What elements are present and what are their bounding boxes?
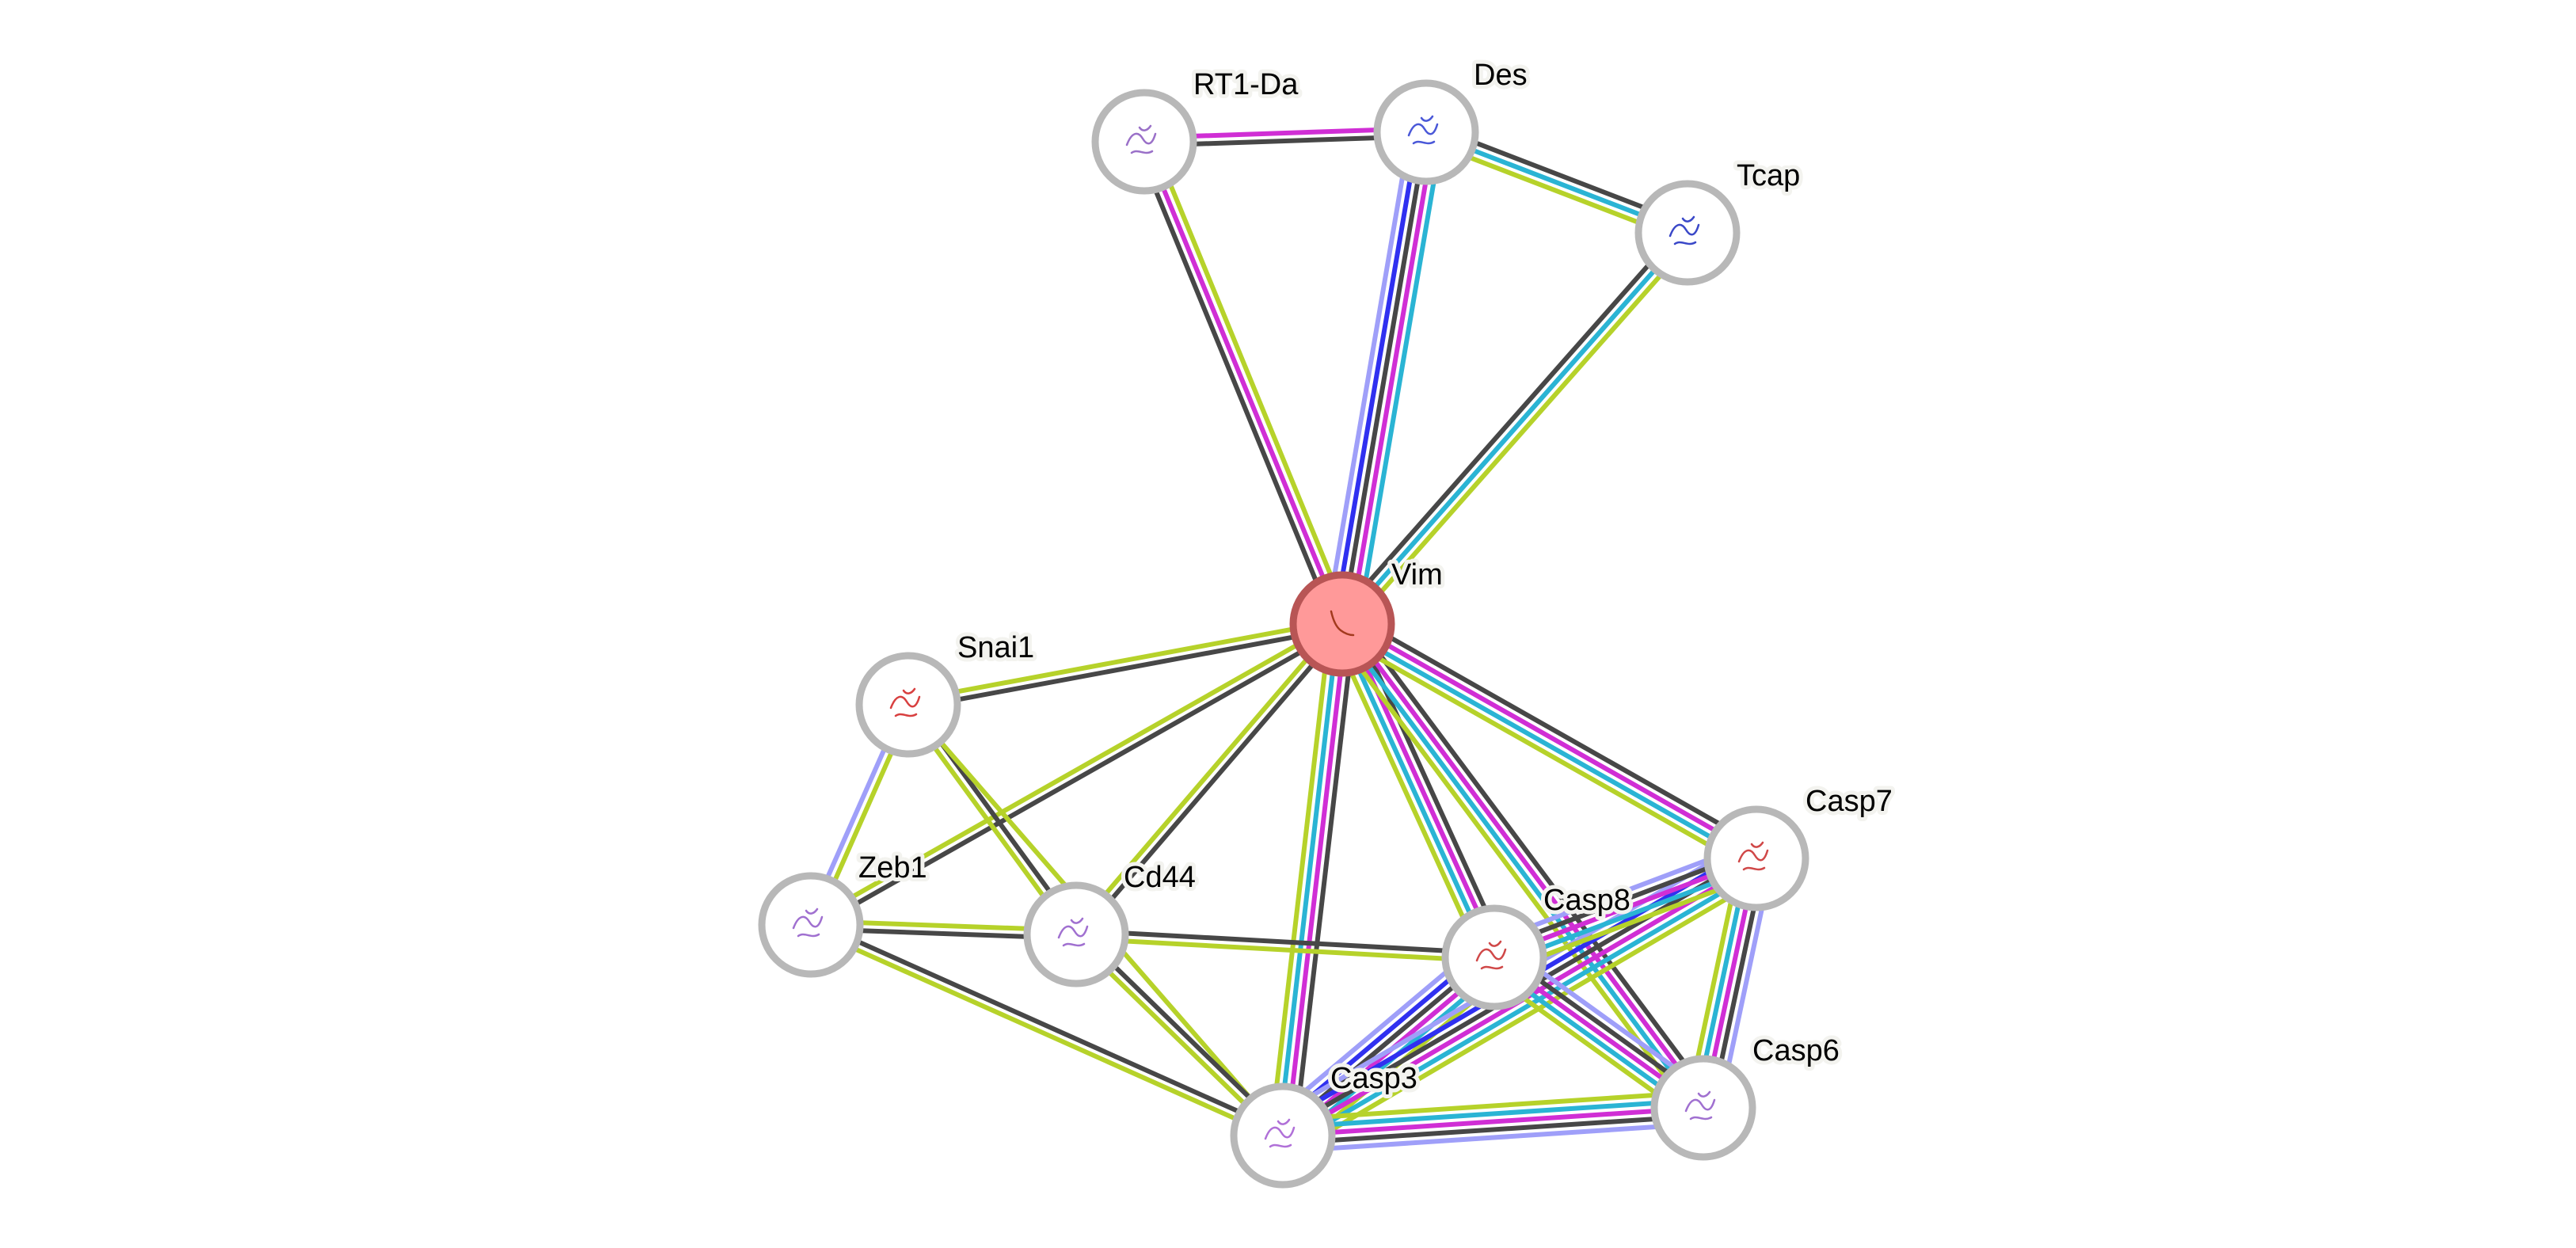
edge-line-textmining [1329,627,1486,964]
protein-structure-icon [1330,610,1355,637]
edge-line-textmining [1335,632,1752,871]
edge-line-gene-cooccurrence [1284,1121,1705,1154]
node-circle[interactable] [1289,571,1395,677]
protein-structure-icon [1737,841,1769,871]
node-label: Vim [1391,558,1443,592]
edge-line-curated-database [1340,231,1690,626]
node-snai1[interactable]: Snai1 [855,627,1038,758]
node-label: Casp3 [1330,1062,1417,1095]
edge-line-coexpression [1134,143,1337,628]
node-casp7[interactable]: Casp7 [1703,781,1897,911]
node-label: Zeb1 [858,851,927,885]
edge-line-coexpression [1346,611,1764,850]
edge-line-experimentally-determined [1284,624,1349,1136]
edge-line-experimentally-determined [1142,140,1345,626]
edge-line-curated-database [1277,623,1341,1136]
edge-line-curated-database [1336,624,1493,961]
node-rt1-da[interactable]: RT1-Da [1091,64,1303,195]
edge-line-coexpression [1077,625,1348,939]
node-des[interactable]: Des [1373,55,1532,185]
node-label: Casp7 [1805,785,1893,818]
edge-line-experimentally-determined [1282,1105,1704,1138]
protein-structure-icon [889,687,921,717]
node-cd44[interactable]: Cd44 [1023,857,1200,987]
node-casp6[interactable]: Casp6 [1650,1030,1844,1161]
protein-structure-icon [1684,1090,1716,1121]
node-label: Des [1474,59,1528,92]
node-label: Casp6 [1752,1034,1840,1067]
edge-line-experimentally-determined [1343,620,1709,1107]
edge-line-textmining [907,618,1342,704]
node-label: Snai1 [957,631,1034,664]
node-tcap[interactable]: Tcap [1634,155,1804,286]
edge-line-experimentally-determined [1347,133,1436,626]
edge-line-textmining [1281,1090,1703,1123]
edge-line-gene-fusion [1332,130,1421,623]
edge-line-textmining [1149,138,1353,622]
edge-cd44-casp8[interactable] [1075,928,1495,964]
edge-line-textmining [1269,622,1334,1135]
edge-vim-snai1[interactable] [907,618,1344,711]
edge-vim-zeb1[interactable] [808,618,1345,930]
node-label: Cd44 [1124,861,1196,894]
node-label: Casp8 [1543,884,1630,917]
node-zeb1[interactable]: Zeb1 [758,847,931,978]
edge-line-textmining [1292,873,1768,1155]
edge-line-coexpression [811,625,1345,930]
edge-zeb1-casp3[interactable] [808,919,1286,1142]
protein-structure-icon [1125,124,1157,154]
node-label: Tcap [1737,159,1800,192]
edge-line-coexpression [908,625,1344,711]
edge-line-textmining [808,926,1283,1142]
edge-vim-casp6[interactable] [1330,615,1715,1117]
edge-line-coexpression [1076,928,1495,957]
edge-line-coexpression [811,919,1286,1135]
edge-line-experimentally-determined [1343,621,1501,957]
edge-line-coexpression [1283,1113,1704,1146]
node-label: RT1-Da [1193,68,1299,101]
protein-structure-icon [1669,215,1700,245]
edge-line-coexpression [1349,615,1715,1102]
edge-vim-des[interactable] [1324,129,1444,627]
edge-vim-casp7[interactable] [1335,611,1764,871]
edge-line-coexpression [1350,618,1508,954]
edge-line-textmining [1071,619,1341,934]
protein-structure-icon [1407,115,1439,145]
edge-line-experimentally-determined [1342,618,1760,858]
edge-line-curated-database [1339,625,1756,864]
edge-line-coexpression [1340,131,1429,625]
protein-structure-icon [1057,917,1089,947]
edge-line-gene-cooccurrence [1324,129,1414,622]
edge-vim-cd44[interactable] [1071,619,1348,939]
edge-line-coexpression [1292,625,1356,1138]
edge-line-coexpression [1334,226,1684,621]
edge-vim-rt1-da[interactable] [1134,138,1353,628]
edges-layer [805,122,1775,1155]
edge-line-curated-database [1337,625,1703,1112]
edge-line-textmining [1330,630,1696,1117]
edge-vim-casp3[interactable] [1269,622,1356,1138]
edge-line-curated-database [1282,1098,1703,1131]
node-casp8[interactable]: Casp8 [1441,880,1634,1010]
edge-casp3-casp6[interactable] [1281,1090,1705,1154]
edge-vim-tcap[interactable] [1334,226,1695,631]
protein-structure-icon [1475,940,1507,970]
edge-line-textmining [1346,236,1695,631]
edge-line-curated-database [1288,866,1764,1148]
edge-line-curated-database [1355,134,1444,627]
protein-structure-icon [792,907,824,938]
edge-vim-casp8[interactable] [1329,618,1508,964]
node-vim[interactable]: Vim [1289,554,1447,677]
edge-line-textmining [1075,935,1494,964]
node-casp3[interactable]: Casp3 [1230,1058,1421,1189]
edge-line-textmining [808,618,1342,924]
protein-structure-icon [1264,1118,1296,1148]
